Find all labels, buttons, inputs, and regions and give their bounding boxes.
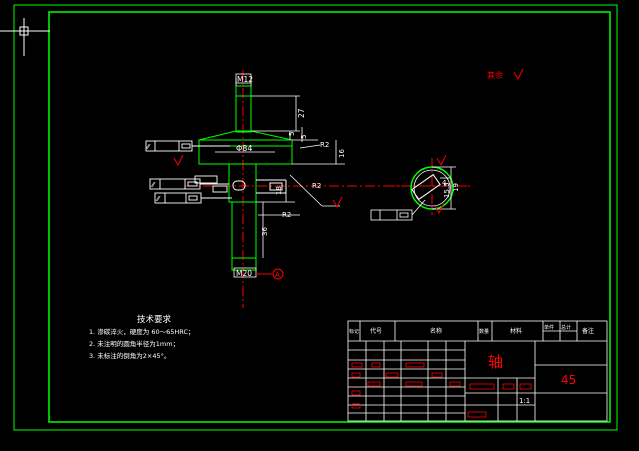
tb-h-beizhu: 备注 [582, 327, 594, 335]
part-name: 轴 [488, 353, 503, 371]
dim-27: 27 [297, 108, 306, 118]
tech-line-3: 3. 未标注的倒角为2×45°。 [89, 351, 170, 360]
svg-text:⁄⁄: ⁄⁄ [150, 181, 156, 189]
crosshair-cursor-icon [0, 18, 50, 56]
roughness-symbol-icon [436, 154, 447, 167]
section-marker-label: A [275, 271, 280, 279]
scale-value: 1:1 [519, 397, 530, 405]
tb-h-mingcheng: 名称 [430, 327, 442, 335]
material-value: 45 [561, 373, 576, 387]
tolerance-frame [145, 140, 193, 152]
dim-r2-c: R2 [282, 211, 291, 219]
dim-19: 19 [452, 183, 460, 192]
dim-16: 16 [338, 149, 346, 158]
svg-text:⁄⁄: ⁄⁄ [145, 143, 151, 151]
dim-bottom-thread: M20 [236, 269, 252, 278]
dim-top-thread: M12 [237, 75, 253, 84]
rest-roughness-note: 其余 [487, 70, 503, 80]
section-slot [411, 173, 441, 201]
section-view: 15.5 4 19 [370, 154, 470, 221]
dim-flange-dia: Φ84 [236, 144, 252, 153]
tb-h-cailiao: 材料 [510, 327, 522, 335]
dim-4: 4 [442, 179, 447, 187]
tb-h-shuliang: 数量 [479, 328, 489, 335]
tb-h-biaoji: 标记 [349, 328, 359, 335]
tolerance-frame [154, 192, 202, 204]
tb-h-zongji: 总计 [561, 324, 571, 331]
tolerance-frame [370, 209, 413, 221]
drawing-border [48, 11, 611, 423]
bottom-thread-area [231, 257, 257, 271]
dim-15: 15.5 [443, 182, 451, 198]
tb-h-daihao: 代号 [370, 327, 382, 335]
dim-5a: 5 [288, 132, 296, 136]
dim-18: 18 [275, 186, 283, 195]
roughness-symbol-icon [513, 68, 524, 81]
dim-r2-a: R2 [320, 141, 329, 149]
outer-frame [13, 4, 618, 431]
shaft-main-view: M12 27 5 5 Φ84 R2 16 18 R2 R2 36 M20 A [145, 68, 524, 308]
roughness-symbol-icon [434, 202, 445, 215]
tech-line-2: 2. 未注明的圆角半径为1mm； [89, 339, 179, 348]
tb-h-danzhong: 单件 [544, 324, 554, 331]
dim-5b: 5 [300, 135, 308, 139]
title-block-fields [351, 362, 532, 418]
dim-36: 36 [261, 227, 269, 236]
roughness-symbol-icon [173, 154, 184, 167]
tech-line-1: 1. 渗碳淬火，硬度为 60～65HRC； [89, 327, 195, 336]
technical-requirements: 技术要求 1. 渗碳淬火，硬度为 60～65HRC； 2. 未注明的圆角半径为1… [89, 314, 195, 360]
tech-title: 技术要求 [137, 314, 172, 325]
dim-r2-b: R2 [312, 182, 321, 190]
title-block [347, 320, 608, 422]
roughness-symbol-icon [332, 196, 343, 209]
hub-slot [232, 180, 246, 191]
section-marker-circle [272, 268, 284, 280]
lower-shaft [231, 201, 257, 271]
svg-text:⁄⁄: ⁄⁄ [155, 195, 161, 203]
tolerance-frame [149, 178, 201, 190]
top-stem [235, 85, 252, 133]
